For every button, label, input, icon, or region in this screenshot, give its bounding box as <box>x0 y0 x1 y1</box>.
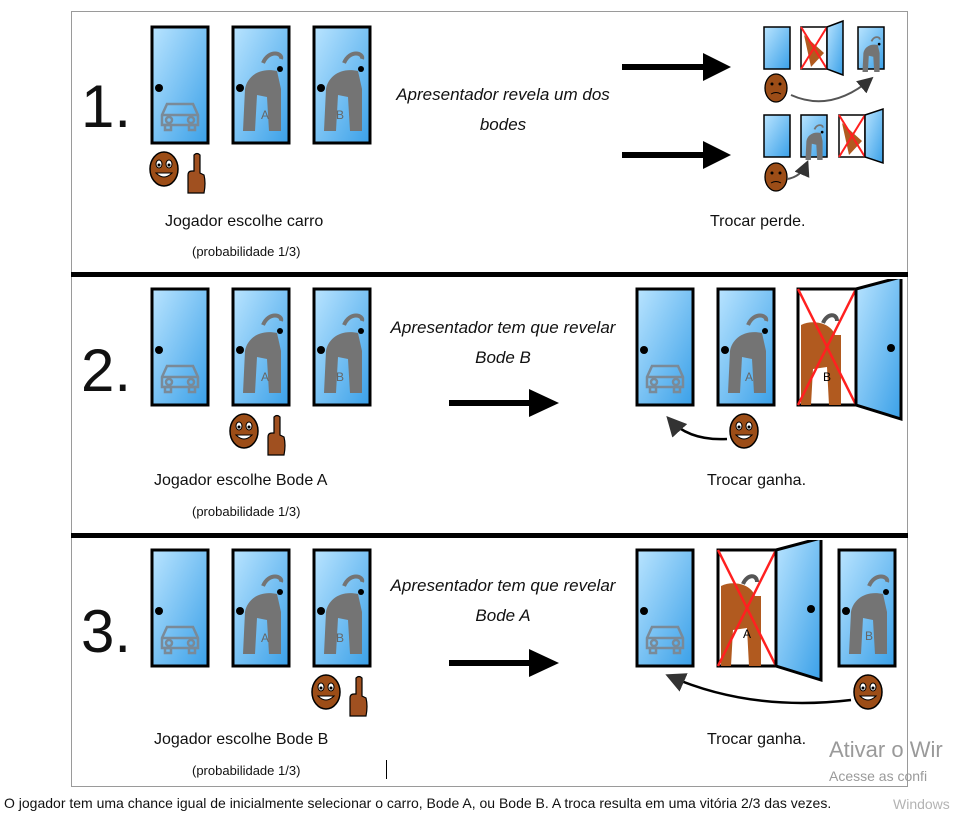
activation-watermark-faint: Windows <box>893 796 950 812</box>
pointing-hand-icon <box>187 152 206 194</box>
figure-caption: O jogador tem uma chance igual de inicia… <box>4 795 832 811</box>
result-label: Trocar ganha. <box>707 472 807 489</box>
outcome-door-revealed-a: A <box>716 540 823 683</box>
arrow-icon <box>449 389 559 417</box>
panel-number: 2. <box>81 337 132 404</box>
switch-arrow-icon <box>665 673 852 705</box>
label-goat-a: A <box>261 370 269 384</box>
door-goat-b: B <box>312 25 372 145</box>
door-goat-a: A <box>231 548 291 668</box>
probability-label: (probabilidade 1/3) <box>192 504 301 519</box>
label-goat-a: A <box>743 627 751 641</box>
activation-watermark-subtitle: Acesse as confi <box>829 768 928 784</box>
panel-2: A B A B 2. Apresentador tem que revelar … <box>71 279 908 533</box>
door-goat-b: B <box>312 287 372 407</box>
pointing-hand-icon <box>349 675 368 717</box>
label-goat-b: B <box>336 370 344 384</box>
outcome-mini-top <box>763 19 885 103</box>
outcome-door-goat-a: A <box>716 287 776 407</box>
label-goat-b: B <box>336 108 344 122</box>
player-choice-label: Jogador escolhe Bode A <box>154 472 328 489</box>
label-goat-a: A <box>261 631 269 645</box>
label-goat-b: B <box>336 631 344 645</box>
door-goat-a: A <box>231 25 291 145</box>
panel-2-graphics: A B A B <box>150 279 903 456</box>
host-face-icon <box>853 674 883 710</box>
arrow-icon <box>449 649 559 677</box>
host-text: Apresentador revela um dos bodes <box>396 85 610 134</box>
host-text: Apresentador tem que revelar Bode B <box>390 318 616 367</box>
panel-number: 3. <box>81 598 132 665</box>
panel-1-graphics: A B <box>149 19 885 194</box>
face-icon <box>764 162 788 192</box>
divider <box>71 533 908 538</box>
outcome-door-goat-b: B <box>837 548 897 668</box>
label-goat-b: B <box>865 629 873 643</box>
door-car <box>150 548 210 668</box>
outcome-door-car <box>635 548 695 668</box>
divider <box>71 272 908 277</box>
arrow-icon <box>622 53 731 81</box>
pointing-hand-icon <box>267 414 286 456</box>
arrow-icon <box>622 141 731 169</box>
probability-label: (probabilidade 1/3) <box>192 763 301 778</box>
panel-3: A B A B 3. Apresentador tem que revelar … <box>71 540 908 794</box>
label-goat-a: A <box>261 108 269 122</box>
probability-label: (probabilidade 1/3) <box>192 244 301 259</box>
activation-watermark-title: Ativar o Wir <box>829 737 943 762</box>
door-goat-a: A <box>231 287 291 407</box>
cropped-text-top <box>0 0 969 6</box>
outcome-mini-bottom <box>763 107 884 192</box>
panel-3-graphics: A B A B <box>150 540 897 717</box>
outcome-door-car <box>635 287 695 407</box>
door-car <box>150 287 210 407</box>
player-face-icon <box>311 674 341 710</box>
label-goat-a: A <box>745 370 753 384</box>
face-icon <box>764 73 788 103</box>
door-car <box>150 25 210 145</box>
panel-1: A B 1. Apresentador revela um dos bodes … <box>71 17 908 271</box>
player-face-icon <box>229 413 259 449</box>
label-goat-b: B <box>823 370 831 384</box>
panel-number: 1. <box>81 73 132 140</box>
player-choice-label: Jogador escolhe Bode B <box>154 731 329 748</box>
outcome-door-revealed-b: B <box>796 279 903 422</box>
host-face-icon <box>729 413 759 449</box>
text-cursor <box>386 760 387 779</box>
door-goat-b: B <box>312 548 372 668</box>
player-face-icon <box>149 151 179 187</box>
switch-arrow-icon <box>666 416 728 441</box>
result-label: Trocar perde. <box>710 213 806 230</box>
host-text: Apresentador tem que revelar Bode A <box>390 576 616 625</box>
player-choice-label: Jogador escolhe carro <box>165 213 324 230</box>
result-label: Trocar ganha. <box>707 731 807 748</box>
